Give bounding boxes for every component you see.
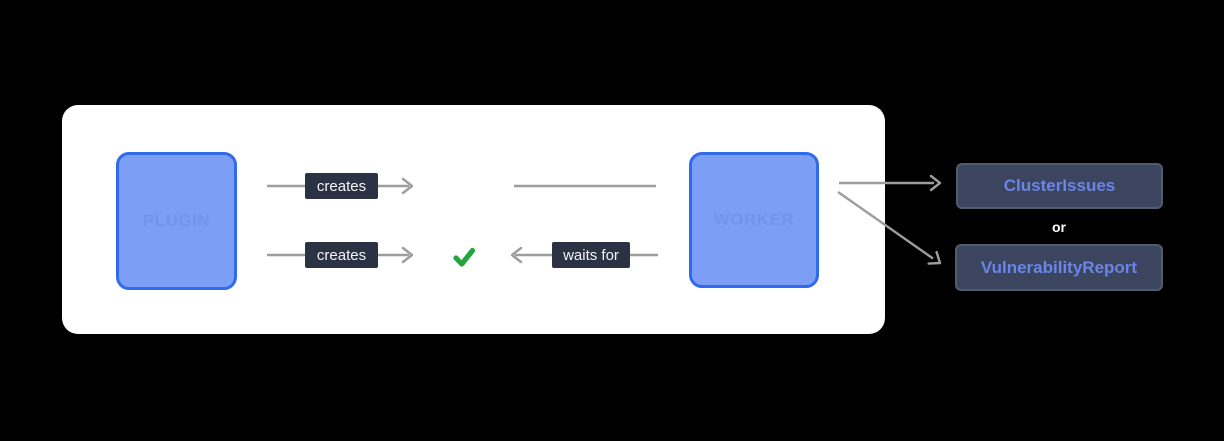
waits-for-label: waits for xyxy=(552,242,630,268)
creates-label-top: creates xyxy=(305,173,378,199)
creates-label-bottom-text: creates xyxy=(316,246,367,264)
output-clusterissues-label: ClusterIssues xyxy=(1003,176,1116,195)
output-vulnerabilityreport: VulnerabilityReport xyxy=(955,244,1163,291)
check-icon xyxy=(453,247,476,267)
creates-label-top-text: creates xyxy=(316,177,367,195)
plugin-node: PLUGIN xyxy=(116,152,237,290)
output-vulnerabilityreport-label: VulnerabilityReport xyxy=(980,257,1138,277)
plugin-label: PLUGIN xyxy=(142,211,211,230)
or-label: or xyxy=(1052,219,1066,235)
worker-node: WORKER xyxy=(689,152,819,288)
waits-for-label-text: waits for xyxy=(563,246,619,264)
creates-label-bottom: creates xyxy=(305,242,378,268)
output-clusterissues: ClusterIssues xyxy=(956,163,1163,209)
worker-label: WORKER xyxy=(713,210,795,229)
